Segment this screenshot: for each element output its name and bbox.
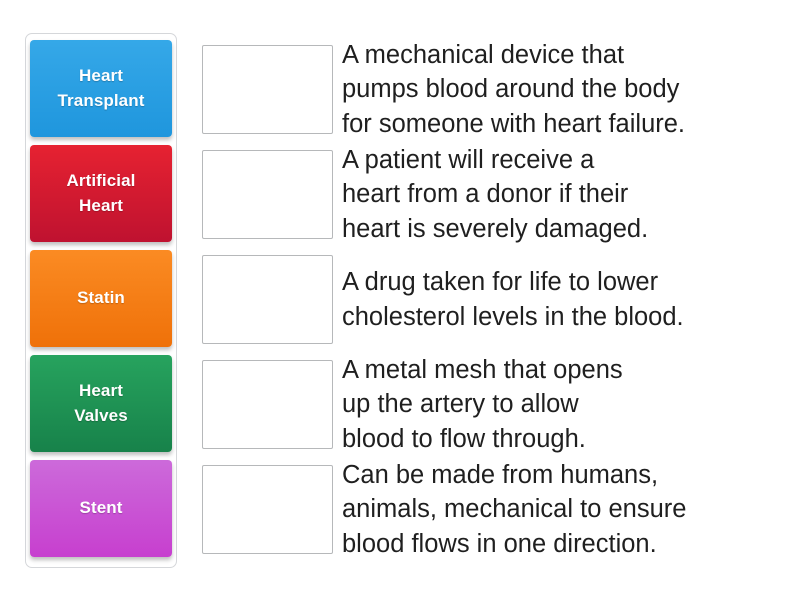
tile-label: Statin — [77, 288, 125, 308]
definition-column: A mechanical device that pumps blood aro… — [342, 41, 786, 557]
tile-label: Artificial Heart — [66, 170, 136, 215]
drop-target-4[interactable] — [202, 360, 333, 449]
tile-label: Stent — [79, 498, 123, 518]
definition-row: A metal mesh that opens up the artery to… — [342, 356, 786, 452]
draggable-tile-stent[interactable]: Stent — [30, 460, 172, 557]
draggable-tile-heart-transplant[interactable]: Heart Transplant — [30, 40, 172, 137]
definition-text: A patient will receive a heart from a do… — [342, 146, 649, 243]
drop-target-3[interactable] — [202, 255, 333, 344]
drop-target-5[interactable] — [202, 465, 333, 554]
drop-target-2[interactable] — [202, 150, 333, 239]
draggable-tile-artificial-heart[interactable]: Artificial Heart — [30, 145, 172, 242]
definition-row: Can be made from humans, animals, mechan… — [342, 461, 786, 557]
term-tile-tray: Heart Transplant Artificial Heart Statin… — [25, 33, 177, 568]
definition-text: Can be made from humans, animals, mechan… — [342, 461, 687, 558]
definition-row: A drug taken for life to lower cholester… — [342, 255, 786, 344]
tile-label: Heart Transplant — [57, 65, 145, 110]
definition-row: A patient will receive a heart from a do… — [342, 146, 786, 242]
definition-row: A mechanical device that pumps blood aro… — [342, 41, 786, 137]
definition-text: A metal mesh that opens up the artery to… — [342, 356, 623, 453]
tile-label: Heart Valves — [74, 380, 128, 425]
draggable-tile-heart-valves[interactable]: Heart Valves — [30, 355, 172, 452]
draggable-tile-statin[interactable]: Statin — [30, 250, 172, 347]
definition-text: A mechanical device that pumps blood aro… — [342, 41, 686, 138]
drop-target-1[interactable] — [202, 45, 333, 134]
drop-target-column — [202, 45, 333, 554]
definition-text: A drug taken for life to lower cholester… — [342, 268, 684, 331]
